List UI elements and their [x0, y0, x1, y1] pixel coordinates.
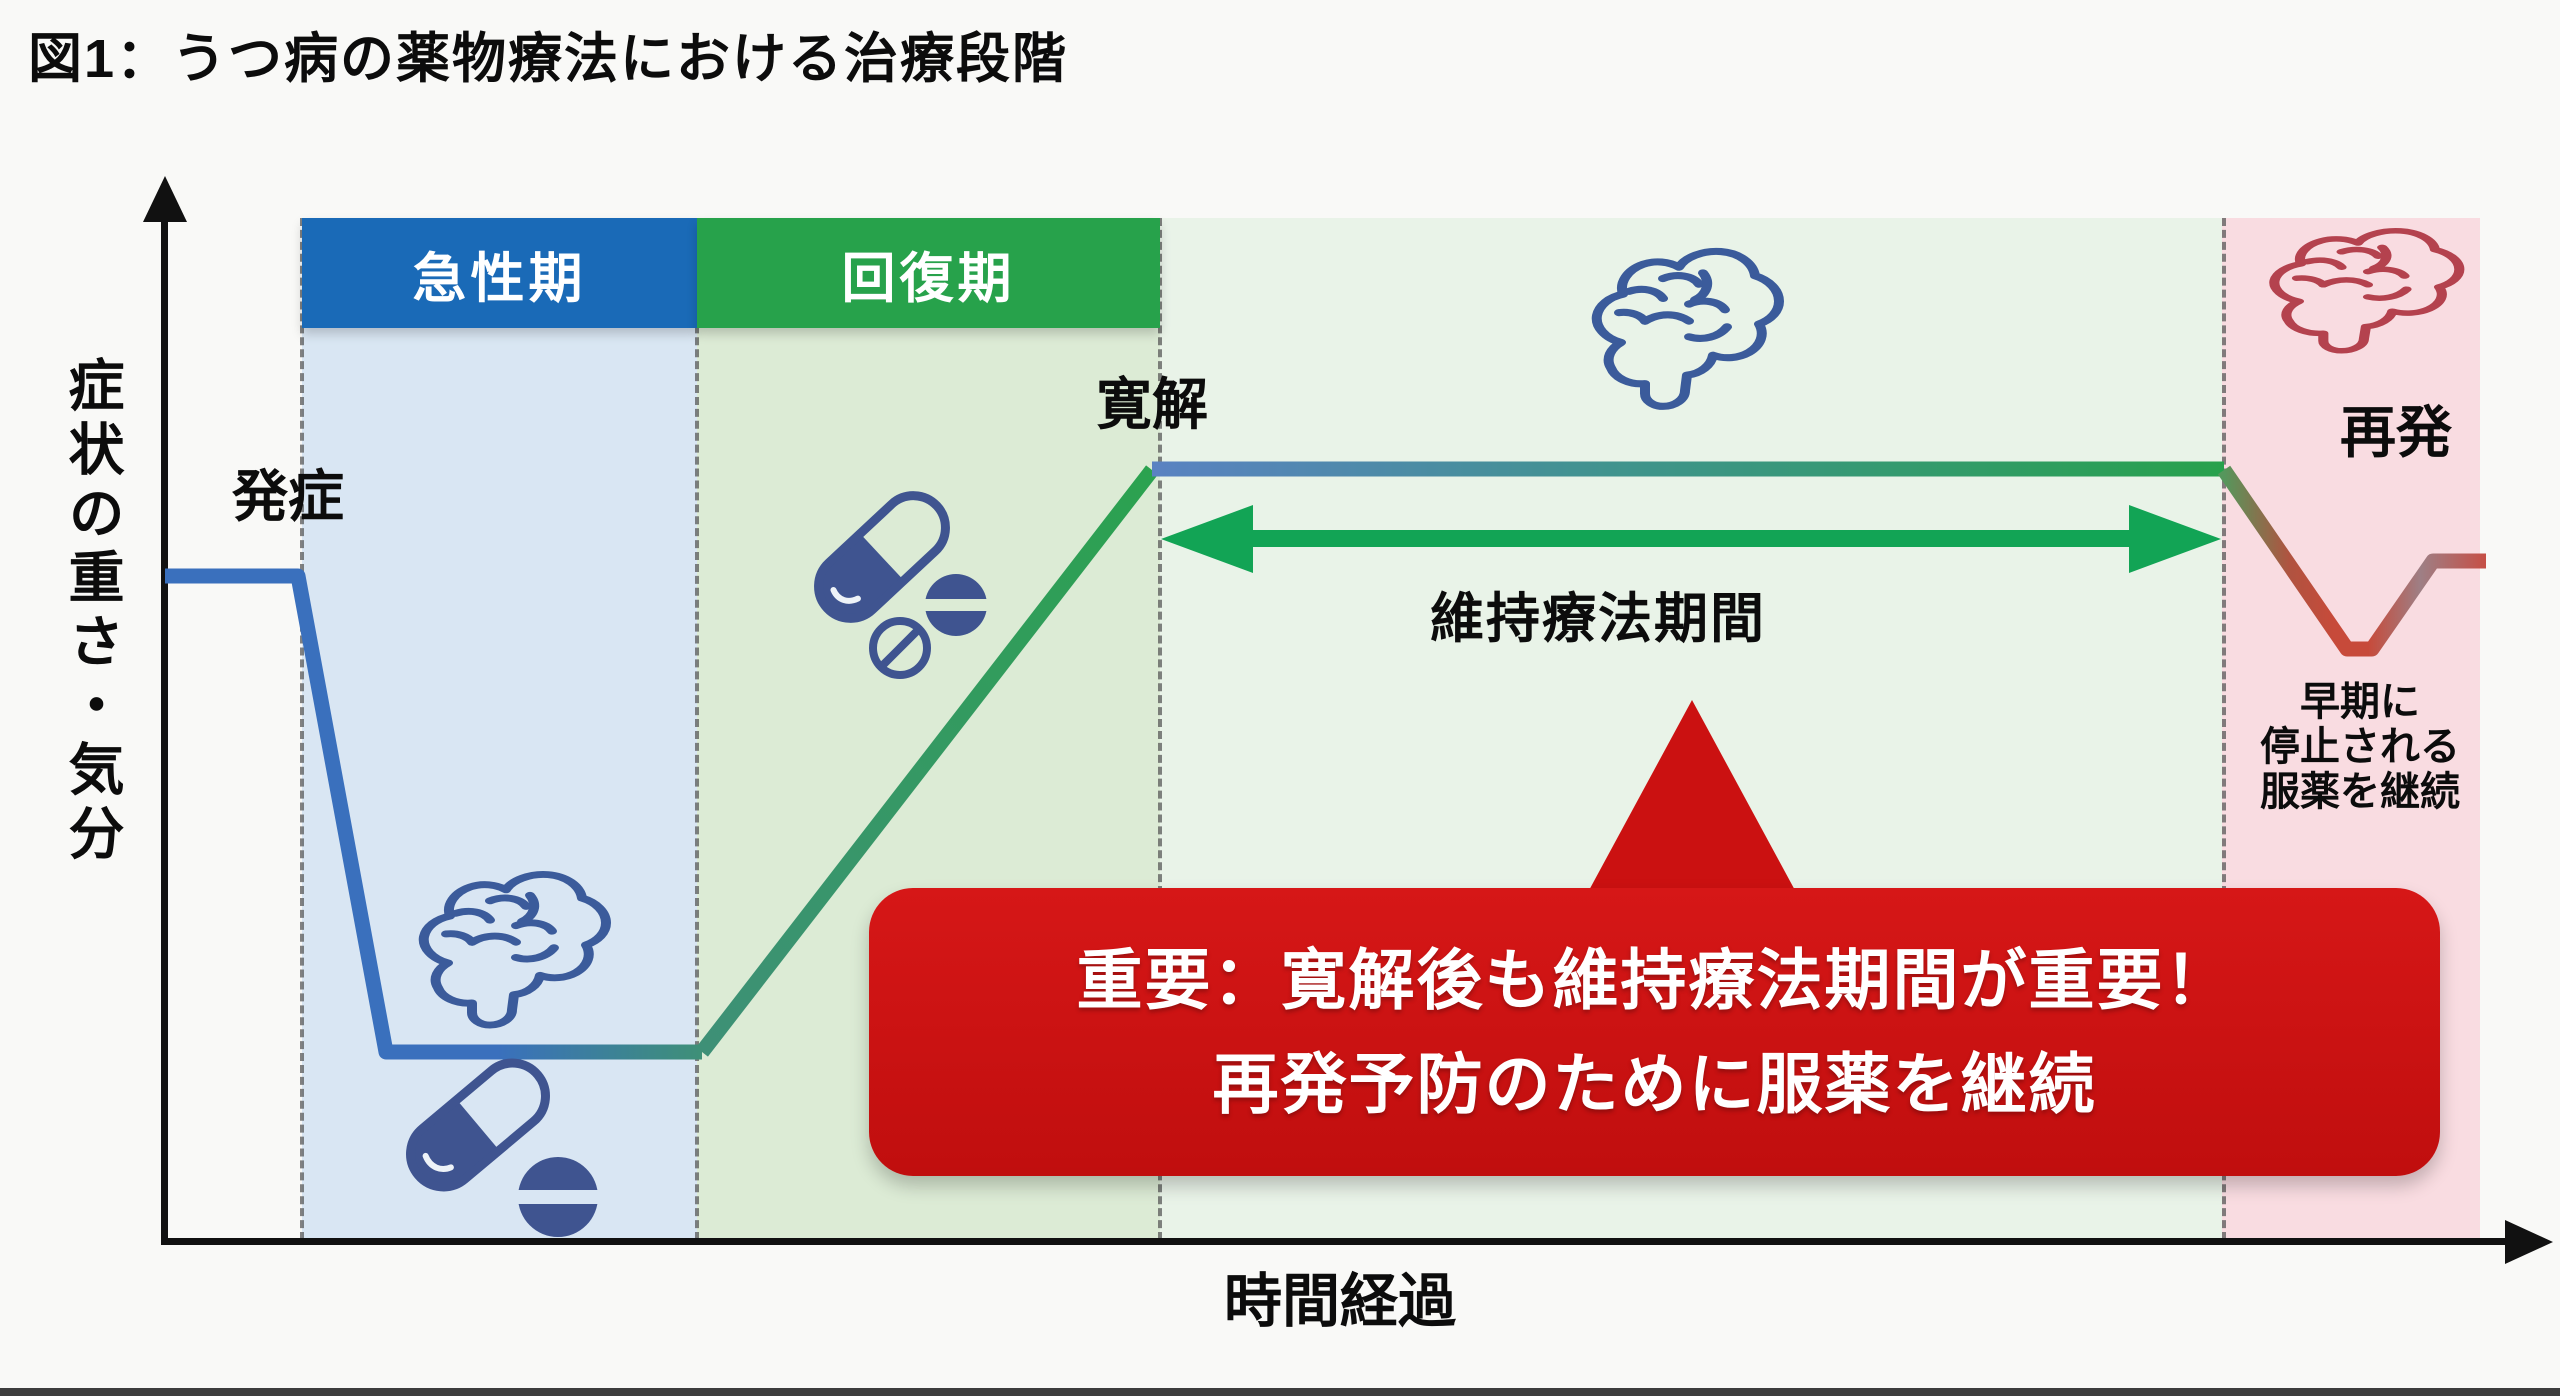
phase-boundary-remission — [1158, 218, 1162, 1240]
x-axis-label: 時間経過 — [1224, 1269, 1457, 1334]
phase-boundary-onset — [300, 218, 304, 1240]
acute-phase-region — [302, 218, 697, 1240]
phase-boundary-relapse — [2222, 218, 2226, 1240]
acute-phase-band: 急性期 — [302, 218, 697, 328]
recovery-phase-band: 回復期 — [697, 218, 1160, 328]
y-axis-arrow-icon — [143, 176, 187, 222]
figure-title: 図1：うつ病の薬物療法における治療段階 — [28, 29, 1069, 89]
maintenance-arrow-left-icon — [1161, 505, 1253, 573]
callout-line-2: 再発予防のために服薬を継続 — [1212, 1047, 2097, 1121]
relapse-note-line-3: 服薬を継続 — [2260, 770, 2460, 814]
important-callout: 重要：寛解後も維持療法期間が重要！ 再発予防のために服薬を継続 — [869, 888, 2440, 1176]
y-axis — [161, 196, 168, 1244]
relapse-note: 早期に 停止される 服薬を継続 — [2228, 680, 2492, 815]
acute-phase-label: 急性期 — [412, 248, 587, 309]
maintenance-arrow-shaft — [1251, 530, 2133, 547]
x-axis-arrow-icon — [2505, 1220, 2553, 1264]
remission-label: 寛解 — [1096, 373, 1208, 436]
relapse-label: 再発 — [2340, 401, 2452, 464]
bottom-edge — [0, 1388, 2560, 1396]
callout-pointer-icon — [1587, 700, 1797, 894]
relapse-note-line-2: 停止される — [2260, 725, 2460, 769]
phase-boundary-acute-recovery — [695, 218, 699, 1240]
onset-label: 発症 — [232, 465, 344, 528]
recovery-phase-label: 回復期 — [841, 248, 1016, 309]
y-axis-label: 症状の重さ・気分 — [61, 356, 124, 868]
maintenance-period-label: 維持療法期間 — [1430, 589, 1766, 649]
maintenance-arrow-right-icon — [2129, 505, 2221, 573]
callout-line-1: 重要：寛解後も維持療法期間が重要！ — [1076, 943, 2233, 1017]
x-axis — [161, 1238, 2511, 1245]
relapse-note-line-1: 早期に — [2300, 680, 2420, 724]
